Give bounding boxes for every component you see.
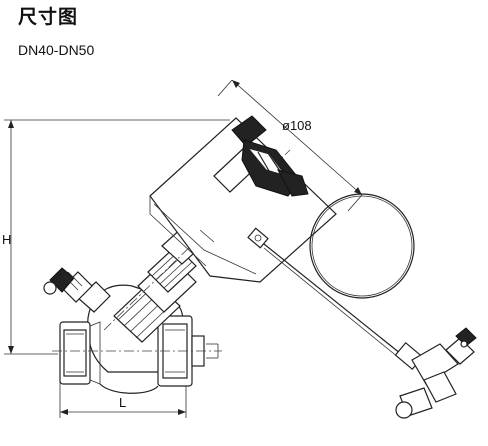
handwheel-knob	[213, 115, 309, 197]
handwheel-housing	[149, 117, 337, 283]
length-label: L	[119, 395, 126, 410]
size-range-label: DN40-DN50	[18, 42, 95, 58]
locking-screw	[247, 227, 269, 249]
diameter-dimension: ø108	[217, 79, 363, 212]
right-test-port	[394, 327, 477, 419]
page-title: 尺寸图	[18, 6, 79, 28]
height-label: H	[2, 232, 11, 247]
capillary-tube	[263, 193, 415, 363]
left-test-port	[43, 267, 111, 313]
height-dimension: H	[2, 119, 230, 355]
diameter-label: ø108	[282, 118, 312, 133]
